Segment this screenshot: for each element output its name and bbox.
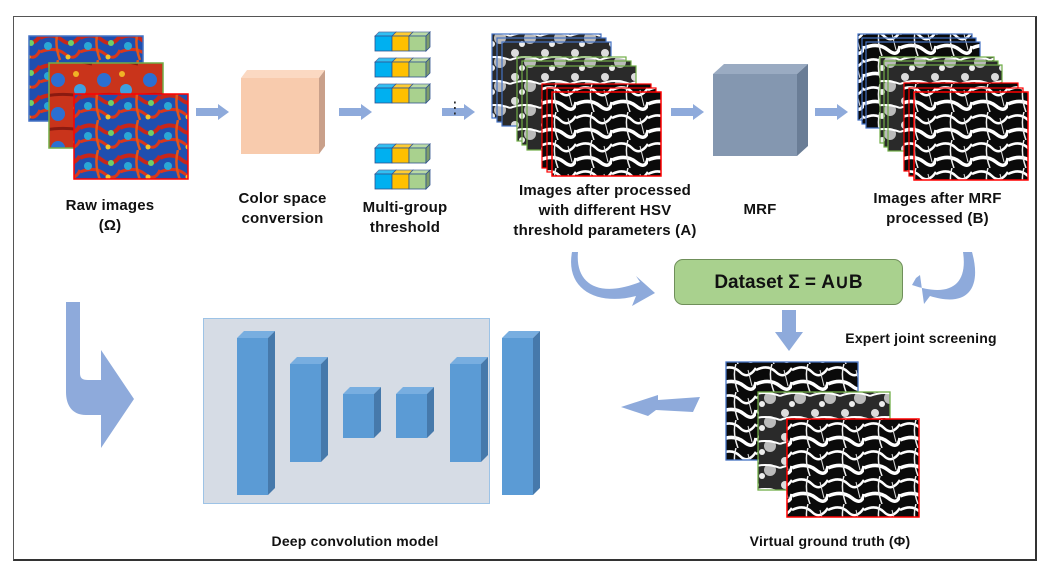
arrow-dataset-to-gt bbox=[775, 310, 803, 351]
virtual-gt-label: Virtual ground truth (Φ) bbox=[749, 533, 911, 549]
arrow-raw-to-color bbox=[196, 104, 229, 120]
curved-arrow-b-to-dataset bbox=[912, 252, 976, 304]
arrow-mrf-to-images bbox=[815, 104, 848, 120]
mrf-images-label: Images after MRF processed (B) bbox=[873, 190, 1002, 227]
cnn-layer-block bbox=[450, 357, 488, 462]
threshold-groups bbox=[374, 31, 431, 190]
diagram-frame bbox=[13, 16, 1037, 561]
threshold-group bbox=[374, 83, 431, 104]
mrf-cube bbox=[713, 64, 808, 156]
dataset-box: Dataset Σ = A∪B bbox=[674, 259, 903, 305]
raw-image-red bbox=[73, 93, 189, 180]
ellipsis: ⋮ bbox=[446, 100, 464, 117]
flow-arrows bbox=[196, 104, 848, 416]
threshold-group bbox=[374, 143, 431, 164]
mrf-label: MRF bbox=[743, 201, 777, 218]
cnn-layer-block bbox=[290, 357, 328, 462]
threshold-group bbox=[374, 31, 431, 52]
model-label: Deep convolution model bbox=[271, 533, 439, 549]
color-space-cube bbox=[241, 70, 325, 154]
arrow-gt-to-model bbox=[621, 395, 700, 416]
expert-screening-label: Expert joint screening bbox=[845, 330, 997, 346]
hsv-images-stack bbox=[491, 33, 662, 177]
dataset-label: Dataset Σ = A∪B bbox=[714, 271, 863, 293]
cnn-layer-block bbox=[396, 387, 434, 438]
cnn-layer-block bbox=[343, 387, 381, 438]
mrf-images-stack bbox=[857, 33, 1029, 181]
virtual-gt-stack bbox=[725, 361, 920, 518]
raw-images-stack bbox=[28, 35, 189, 180]
hsv-images-label: Images after processed with different HS… bbox=[513, 182, 697, 239]
arrow-color-to-threshold bbox=[339, 104, 372, 120]
color-space-label: Color space conversion bbox=[238, 190, 327, 227]
arrow-raw-to-model bbox=[66, 302, 134, 448]
threshold-group bbox=[374, 169, 431, 190]
raw-images-label: Raw images (Ω) bbox=[65, 197, 155, 234]
cnn-layer-block bbox=[502, 331, 540, 495]
curved-arrow-a-to-dataset bbox=[571, 252, 655, 306]
arrow-threshold-to-hsv bbox=[442, 104, 475, 120]
multi-group-label: Multi-group threshold bbox=[362, 199, 448, 236]
arrow-hsv-to-mrf bbox=[671, 104, 704, 120]
threshold-group bbox=[374, 57, 431, 78]
cnn-layer-block bbox=[237, 331, 275, 495]
